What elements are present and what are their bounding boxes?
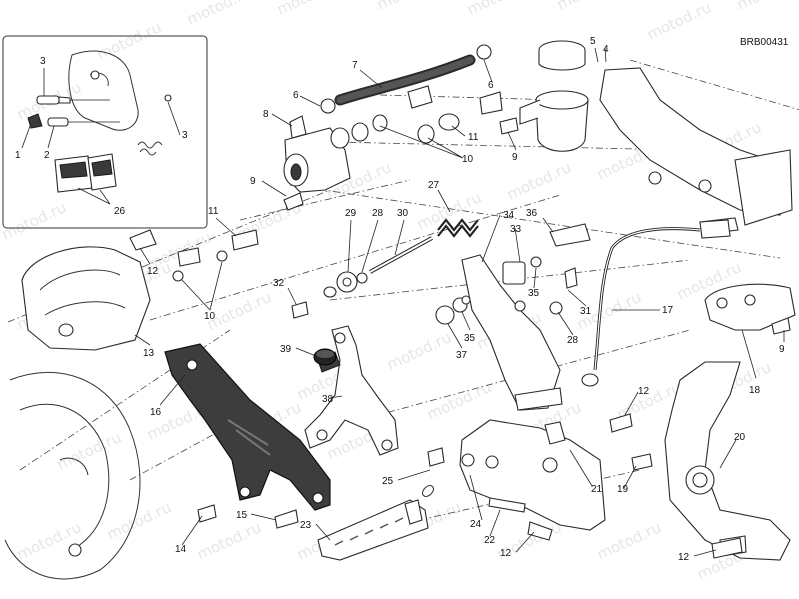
watermark-text: motod.ru — [384, 328, 454, 373]
callout-c-4: 4 — [603, 44, 609, 55]
rod-and-pins — [291, 236, 433, 319]
watermark-text: motod.ru — [424, 378, 494, 423]
callout-c-9b: 9 — [250, 176, 256, 187]
right-footpeg-hanger — [704, 283, 796, 335]
callout-c-1: 1 — [15, 150, 21, 161]
inset-frame — [2, 35, 208, 229]
callout-c-6b: 6 — [488, 80, 494, 91]
callout-c-16: 16 — [150, 407, 162, 418]
callout-c-23: 23 — [300, 520, 312, 531]
brake-disc-carrier — [4, 371, 141, 580]
callout-c-31: 31 — [580, 306, 592, 317]
heel-guard-plate — [164, 343, 331, 511]
watermark-text: motod.ru — [554, 0, 624, 14]
callout-c-26: 26 — [114, 206, 126, 217]
callout-c-15: 15 — [236, 510, 248, 521]
callout-c-27: 27 — [428, 180, 440, 191]
callout-c-10a: 10 — [462, 154, 474, 165]
rear-brake-caliper — [21, 229, 228, 351]
diagram-code: BRB00431 — [740, 37, 789, 48]
callout-c-22: 22 — [484, 535, 496, 546]
watermark-text: motod.ru — [184, 0, 254, 29]
watermark-text: motod.ru — [374, 0, 444, 14]
callout-c-9c: 9 — [779, 344, 785, 355]
watermark-text: motod.ru — [274, 0, 344, 19]
callout-c-11a: 11 — [468, 132, 479, 143]
watermark-text: motod.ru — [0, 198, 69, 243]
callout-c-20: 20 — [734, 432, 746, 443]
callout-c-3b: 3 — [182, 130, 188, 141]
callout-c-10b: 10 — [204, 311, 216, 322]
left-footrest-bracket — [459, 419, 606, 531]
callout-c-30: 30 — [397, 208, 409, 219]
watermark-text: motod.ru — [94, 18, 164, 63]
watermark-text: motod.ru — [644, 0, 714, 44]
callout-c-33: 33 — [510, 224, 522, 235]
watermark-text: motod.ru — [504, 158, 574, 203]
watermark-text: motod.ru — [464, 0, 534, 19]
callout-c-24: 24 — [470, 519, 482, 530]
callout-c-12b: 12 — [638, 386, 650, 397]
callout-c-17: 17 — [662, 305, 674, 316]
callout-c-34: 34 — [503, 210, 515, 221]
watermark-text: motod.ru — [734, 0, 799, 14]
return-spring — [437, 218, 479, 238]
callout-c-35b: 35 — [464, 333, 476, 344]
watermark-text: motod.ru — [54, 428, 124, 473]
footrest-bracket — [664, 361, 791, 561]
callout-c-14: 14 — [175, 544, 187, 555]
callout-c-13: 13 — [143, 348, 155, 359]
leader-lines — [21, 47, 785, 557]
brake-pedal — [435, 223, 591, 411]
reservoir-bracket — [599, 67, 793, 235]
callout-c-35a: 35 — [528, 288, 540, 299]
callout-c-12c: 12 — [500, 548, 512, 559]
callout-c-2: 2 — [44, 150, 50, 161]
callout-c-21: 21 — [591, 484, 603, 495]
bolts — [197, 229, 743, 559]
watermark-text: motod.ru — [14, 518, 84, 563]
callout-c-28a: 28 — [372, 208, 384, 219]
callout-c-28b: 28 — [567, 335, 579, 346]
callout-c-12a: 12 — [147, 266, 159, 277]
callout-c-19: 19 — [617, 484, 629, 495]
master-cylinder-group — [283, 44, 519, 211]
callout-c-9a: 9 — [512, 152, 518, 163]
callout-c-12d: 12 — [678, 552, 690, 563]
callout-c-38: 38 — [322, 394, 334, 405]
callout-c-7: 7 — [352, 60, 358, 71]
callout-c-39: 39 — [280, 344, 292, 355]
callout-c-25: 25 — [382, 476, 394, 487]
callout-c-8: 8 — [263, 109, 269, 120]
callout-c-3a: 3 — [40, 56, 46, 67]
watermark-text: motod.ru — [194, 518, 264, 563]
callout-c-29: 29 — [345, 208, 357, 219]
callout-c-5: 5 — [590, 36, 596, 47]
inset-parts — [27, 50, 172, 193]
rubber-bumper — [313, 348, 337, 366]
footpeg — [317, 447, 445, 561]
sensor-cable — [581, 219, 731, 387]
callout-c-18: 18 — [749, 385, 761, 396]
construction-lines — [7, 59, 799, 521]
callout-c-11b: 11 — [208, 206, 219, 217]
watermark-text: motod.ru — [594, 518, 664, 563]
callout-c-36: 36 — [526, 208, 538, 219]
callout-c-37: 37 — [456, 350, 468, 361]
watermark-text: motod.ru — [104, 498, 174, 543]
brake-fluid-reservoir — [519, 40, 589, 152]
callout-c-32: 32 — [273, 278, 285, 289]
callout-c-6a: 6 — [293, 90, 299, 101]
